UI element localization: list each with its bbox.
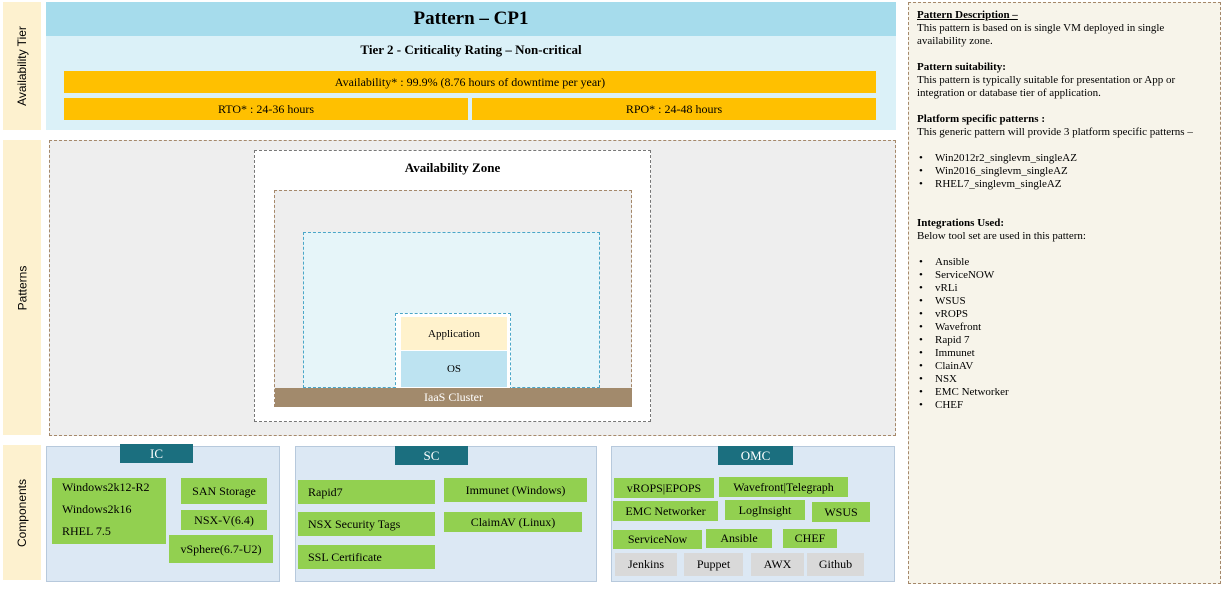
- integration-item: WSUS: [917, 295, 1210, 308]
- ansible-box: Ansible: [706, 529, 772, 548]
- components-label: Components: [15, 478, 30, 547]
- integration-item: Rapid 7: [917, 334, 1210, 347]
- wavefront-telegraph-box: Wavefront|Telegraph: [719, 477, 848, 497]
- os-box: OS: [401, 351, 507, 387]
- availability-tier-label: Availability Tier: [15, 26, 29, 106]
- emc-networker-box: EMC Networker: [613, 501, 718, 521]
- integration-item: Wavefront: [917, 321, 1210, 334]
- os-item-win2k12: Windows2k12-R2: [62, 480, 150, 494]
- nsx-v-box: NSX-V(6.4): [181, 510, 267, 530]
- integration-item: ServiceNOW: [917, 269, 1210, 282]
- immunet-box: Immunet (Windows): [444, 478, 587, 502]
- availability-zone-title: Availability Zone: [404, 160, 501, 175]
- integration-item: CHEF: [917, 399, 1210, 412]
- omc-header: OMC: [718, 446, 793, 465]
- patterns-label: Patterns: [15, 265, 30, 310]
- pattern-description-text: This pattern is based on is single VM de…: [917, 22, 1165, 47]
- integration-item: Ansible: [917, 256, 1210, 269]
- platform-patterns-list: Win2012r2_singlevm_singleAZ Win2016_sing…: [917, 152, 1210, 191]
- wsus-box: WSUS: [812, 502, 870, 522]
- puppet-box: Puppet: [684, 553, 743, 576]
- rapid7-box: Rapid7: [298, 480, 435, 504]
- platform-patterns-text: This generic pattern will provide 3 plat…: [917, 126, 1193, 138]
- vrops-epops-box: vROPS|EPOPS: [614, 478, 714, 498]
- vsphere-box: vSphere(6.7-U2): [169, 535, 273, 563]
- pattern-description-section: Pattern Description – This pattern is ba…: [917, 9, 1210, 48]
- application-box: Application: [401, 317, 507, 350]
- claimav-box: ClaimAV (Linux): [444, 512, 582, 532]
- integration-item: EMC Networker: [917, 386, 1210, 399]
- rto-bar: RTO* : 24-36 hours: [64, 98, 468, 120]
- tier-panel: Tier 2 - Criticality Rating – Non-critic…: [46, 36, 896, 130]
- platform-pattern-item: RHEL7_singlevm_singleAZ: [917, 178, 1210, 191]
- san-storage-box: SAN Storage: [181, 478, 267, 504]
- servicenow-box: ServiceNow: [613, 530, 702, 549]
- pattern-title: Pattern – CP1: [46, 2, 896, 36]
- pattern-description-heading: Pattern Description –: [917, 9, 1018, 21]
- integration-item: Immunet: [917, 347, 1210, 360]
- integration-item: NSX: [917, 373, 1210, 386]
- description-panel: Pattern Description – This pattern is ba…: [908, 2, 1221, 584]
- integration-item: ClainAV: [917, 360, 1210, 373]
- availability-tier-band: Availability Tier: [3, 2, 41, 130]
- integrations-list: Ansible ServiceNOW vRLi WSUS vROPS Wavef…: [917, 256, 1210, 412]
- rpo-bar: RPO* : 24-48 hours: [472, 98, 876, 120]
- components-band: Components: [3, 445, 41, 580]
- ic-header: IC: [120, 444, 193, 463]
- pattern-suitability-heading: Pattern suitability:: [917, 61, 1006, 73]
- availability-bar: Availability* : 99.9% (8.76 hours of dow…: [64, 71, 876, 93]
- integrations-heading: Integrations Used:: [917, 217, 1005, 229]
- os-item-rhel: RHEL 7.5: [62, 524, 111, 538]
- platform-pattern-item: Win2012r2_singlevm_singleAZ: [917, 152, 1210, 165]
- iaas-cluster-bar: IaaS Cluster: [275, 388, 632, 407]
- integrations-section: Integrations Used: Below tool set are us…: [917, 217, 1210, 412]
- tier-rating: Tier 2 - Criticality Rating – Non-critic…: [360, 42, 582, 57]
- pattern-suitability-section: Pattern suitability: This pattern is typ…: [917, 61, 1210, 100]
- github-box: Github: [807, 553, 864, 576]
- integration-item: vROPS: [917, 308, 1210, 321]
- awx-box: AWX: [751, 553, 804, 576]
- platform-pattern-item: Win2016_singlevm_singleAZ: [917, 165, 1210, 178]
- patterns-band: Patterns: [3, 140, 41, 435]
- platform-patterns-heading: Platform specific patterns :: [917, 113, 1045, 125]
- sc-header: SC: [395, 446, 468, 465]
- chef-box: CHEF: [783, 529, 837, 548]
- ssl-certificate-box: SSL Certificate: [298, 545, 435, 569]
- integrations-text: Below tool set are used in this pattern:: [917, 230, 1086, 242]
- platform-patterns-section: Platform specific patterns : This generi…: [917, 113, 1210, 191]
- os-item-win2k16: Windows2k16: [62, 502, 132, 516]
- jenkins-box: Jenkins: [615, 553, 677, 576]
- loginsight-box: LogInsight: [725, 500, 805, 520]
- nsx-security-tags-box: NSX Security Tags: [298, 512, 435, 536]
- integration-item: vRLi: [917, 282, 1210, 295]
- pattern-suitability-text: This pattern is typically suitable for p…: [917, 74, 1176, 99]
- ic-os-list: Windows2k12-R2 Windows2k16 RHEL 7.5: [52, 478, 166, 544]
